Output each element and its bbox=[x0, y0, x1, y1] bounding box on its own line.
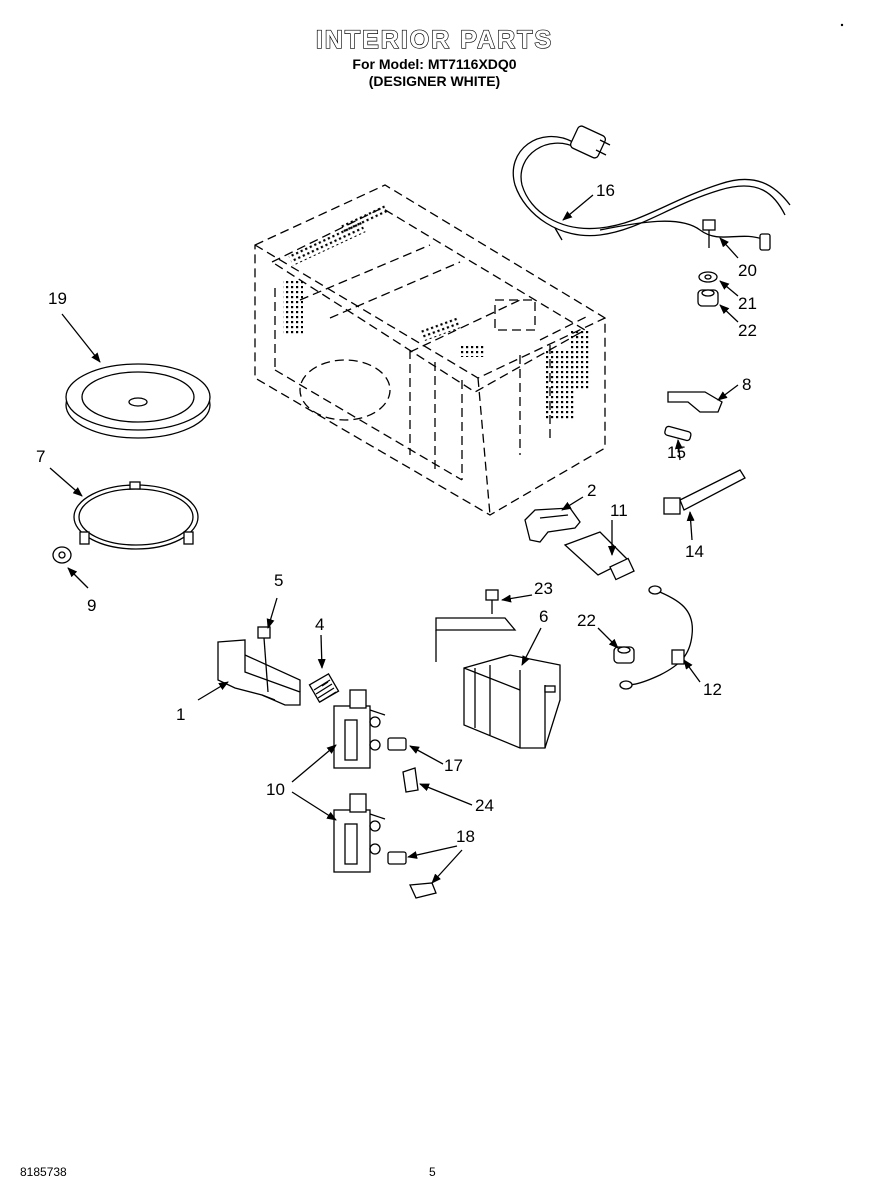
switch-part-18-lower bbox=[409, 882, 437, 899]
callout-15: 15 bbox=[667, 443, 686, 462]
callout-4: 4 bbox=[315, 615, 324, 634]
callout-22-upper: 22 bbox=[738, 321, 757, 340]
callout-leaders bbox=[49, 194, 739, 884]
callout-16: 16 bbox=[596, 181, 615, 200]
screw-washer-nut-parts-20-22 bbox=[697, 219, 719, 307]
switch-holder-part-10-lower bbox=[333, 793, 386, 873]
screw-part-5 bbox=[257, 626, 271, 693]
switch-part-18-upper bbox=[387, 851, 407, 865]
latch-bracket-part-1 bbox=[217, 639, 301, 706]
screw-part-23 bbox=[485, 589, 499, 614]
model-number: For Model: MT7116XDQ0 bbox=[352, 56, 517, 72]
callout-10: 10 bbox=[266, 780, 285, 799]
page-title: INTERIOR PARTS bbox=[315, 25, 554, 54]
nut-part-22-lower bbox=[613, 646, 635, 664]
callout-14: 14 bbox=[685, 542, 704, 561]
callout-20: 20 bbox=[738, 261, 757, 280]
callout-24: 24 bbox=[475, 796, 494, 815]
spring-part-4 bbox=[308, 672, 340, 704]
bracket-part-2 bbox=[524, 507, 581, 543]
coupler-part-9 bbox=[52, 546, 72, 564]
callout-18: 18 bbox=[456, 827, 475, 846]
fuse-part-15 bbox=[664, 425, 692, 442]
glass-tray-part-19 bbox=[65, 363, 211, 439]
page-speck bbox=[840, 23, 844, 27]
diode-part-12 bbox=[619, 585, 693, 690]
cable-tie-part-14 bbox=[663, 469, 746, 515]
callout-19: 19 bbox=[48, 289, 67, 308]
callout-8: 8 bbox=[742, 375, 751, 394]
model-color: (DESIGNER WHITE) bbox=[368, 73, 501, 89]
callout-1: 1 bbox=[176, 705, 185, 724]
page-number: 5 bbox=[429, 1165, 436, 1179]
callout-21: 21 bbox=[738, 294, 757, 313]
callout-labels: 19 7 9 1 5 4 10 17 24 18 23 6 22 12 11 2… bbox=[36, 181, 757, 846]
callout-9: 9 bbox=[87, 596, 96, 615]
switch-part-17 bbox=[387, 737, 407, 751]
callout-23: 23 bbox=[534, 579, 553, 598]
callout-6: 6 bbox=[539, 607, 548, 626]
bracket-part-8 bbox=[667, 391, 723, 413]
switch-holder-part-10-upper bbox=[333, 689, 386, 769]
callout-11: 11 bbox=[610, 501, 628, 520]
roller-ring-part-7 bbox=[73, 481, 199, 550]
transformer-part-6 bbox=[435, 617, 561, 749]
callout-7: 7 bbox=[36, 447, 45, 466]
callout-5: 5 bbox=[274, 571, 283, 590]
power-cord-part-16 bbox=[512, 125, 791, 251]
callout-17: 17 bbox=[444, 756, 463, 775]
capacitor-part-11 bbox=[563, 531, 635, 581]
callout-12: 12 bbox=[703, 680, 722, 699]
microwave-cavity-outline bbox=[254, 184, 606, 516]
switch-actuator-part-24 bbox=[402, 767, 419, 793]
document-number: 8185738 bbox=[20, 1165, 67, 1179]
callout-2: 2 bbox=[587, 481, 596, 500]
callout-22-lower: 22 bbox=[577, 611, 596, 630]
